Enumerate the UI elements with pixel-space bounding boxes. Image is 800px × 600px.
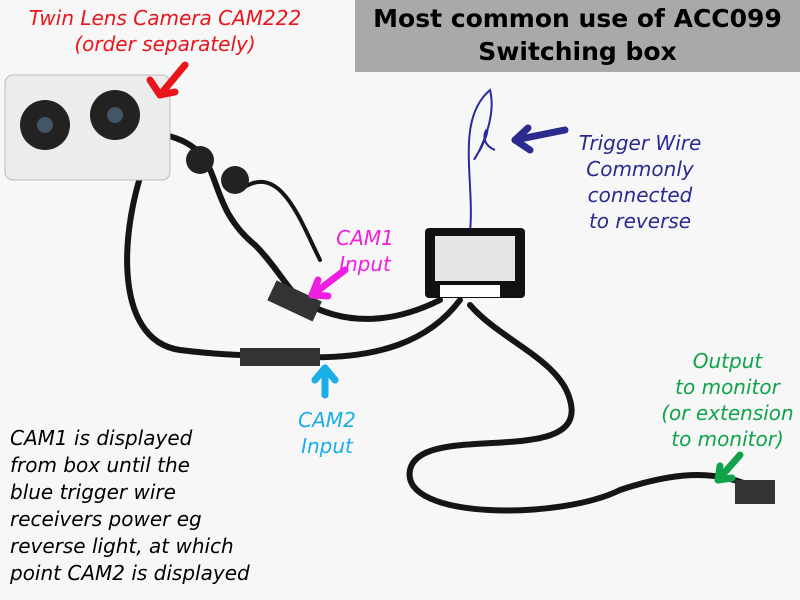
camera-label: Twin Lens Camera CAM222(order separately… bbox=[20, 5, 310, 57]
cam2-label-line: CAM2 bbox=[298, 408, 356, 432]
camera-label-line: (order separately) bbox=[74, 32, 256, 56]
trigger-label-line: to reverse bbox=[588, 209, 692, 233]
arrows bbox=[146, 61, 744, 484]
grommet bbox=[186, 146, 214, 174]
title-line-1: Most common use of ACC099 bbox=[373, 4, 782, 33]
camera-label-line: Twin Lens Camera CAM222 bbox=[28, 6, 302, 30]
note-line: from box until the bbox=[10, 453, 190, 477]
output-label-line: to monitor) bbox=[671, 427, 784, 451]
output-connector bbox=[735, 480, 775, 504]
cam1-arrow bbox=[308, 266, 349, 299]
grommet bbox=[221, 166, 249, 194]
trigger-label-line: Commonly bbox=[586, 157, 694, 181]
note-line: point CAM2 is displayed bbox=[10, 561, 250, 585]
note-line: receivers power eg bbox=[10, 507, 202, 531]
cam1-label-line: Input bbox=[339, 252, 391, 276]
note-line: CAM1 is displayed bbox=[10, 426, 193, 450]
cam1-label-line: CAM1 bbox=[336, 226, 394, 250]
output-cable bbox=[406, 302, 763, 514]
output-label-line: to monitor bbox=[675, 375, 780, 399]
note-line: reverse light, at which bbox=[10, 534, 234, 558]
cam2-cable bbox=[124, 147, 463, 361]
trigger-label-line: connected bbox=[587, 183, 693, 207]
cam1-connector bbox=[267, 280, 322, 322]
output-label-line: Output bbox=[692, 349, 763, 373]
trigger-arrow bbox=[511, 126, 569, 144]
twin-camera bbox=[4, 74, 171, 181]
title-line-2: Switching box bbox=[478, 37, 677, 66]
switch-box bbox=[425, 228, 525, 298]
trigger-label-line: Trigger Wire bbox=[578, 131, 702, 155]
cam2-label-line: Input bbox=[301, 434, 353, 458]
camera-arrow bbox=[156, 61, 189, 99]
cam2-connector bbox=[240, 348, 320, 366]
explanation-note: CAM1 is displayed from box until the blu… bbox=[10, 425, 280, 587]
note-line: blue trigger wire bbox=[10, 480, 176, 504]
output-label-line: (or extension bbox=[661, 401, 794, 425]
trigger-wire bbox=[467, 88, 496, 233]
